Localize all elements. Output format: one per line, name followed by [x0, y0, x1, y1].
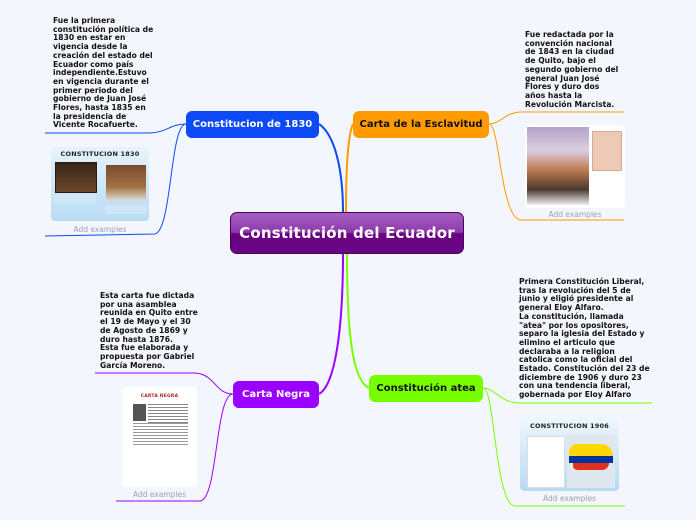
add-examples-link[interactable]: Add examples: [132, 490, 187, 499]
flag-red: [573, 463, 609, 470]
image-carta-negra[interactable]: CARTA NEGRA: [122, 387, 197, 487]
topic-carta-esclavitud[interactable]: Carta de la Esclavitud: [353, 111, 489, 138]
image-title: CONSTITUCION 1830: [60, 150, 140, 158]
image-caption: [105, 205, 147, 214]
image-photo-hall: [106, 165, 146, 201]
image-caption: [54, 194, 96, 203]
central-topic[interactable]: Constitución del Ecuador: [230, 212, 464, 254]
central-topic-label: Constitución del Ecuador: [239, 224, 455, 242]
topic-carta-negra[interactable]: Carta Negra: [233, 381, 319, 408]
add-examples-link[interactable]: Add examples: [542, 494, 597, 503]
image-text-block: [133, 423, 188, 446]
topic-label: Constitución atea: [376, 383, 476, 394]
image-photo-book: [55, 162, 97, 193]
add-examples-link[interactable]: Add examples: [548, 210, 602, 219]
note-carta-negra: Esta carta fue dictada por una asamblea …: [100, 291, 198, 370]
topic-label: Carta de la Esclavitud: [359, 119, 483, 130]
image-title: CONSTITUCION 1906: [530, 422, 609, 430]
image-document: [527, 436, 565, 488]
image-constitucion-atea[interactable]: CONSTITUCION 1906: [520, 417, 619, 491]
flag-yellow: [569, 444, 613, 456]
image-illustration: [527, 127, 589, 205]
topic-constitucion-1830[interactable]: Constitucion de 1830: [186, 111, 319, 138]
topic-label: Carta Negra: [241, 389, 311, 400]
topic-label: Constitucion de 1830: [192, 119, 313, 130]
topic-constitucion-atea[interactable]: Constitución atea: [369, 375, 483, 402]
image-constitucion-1830[interactable]: CONSTITUCION 1830: [51, 147, 149, 221]
flag-blue: [569, 456, 613, 463]
image-title: CARTA NEGRA: [140, 394, 179, 399]
note-constitucion-atea: Primera Constitución Liberal, tras la re…: [519, 277, 650, 400]
image-document-cover: [592, 131, 622, 171]
add-examples-link[interactable]: Add examples: [73, 225, 127, 234]
image-map-panel: [567, 434, 615, 488]
note-constitucion-1830: Fue la primera constitución política de …: [53, 16, 154, 130]
image-portrait: [133, 404, 146, 421]
note-carta-esclavitud: Fue redactada por la convención nacional…: [525, 30, 619, 109]
image-carta-esclavitud[interactable]: [525, 125, 625, 208]
